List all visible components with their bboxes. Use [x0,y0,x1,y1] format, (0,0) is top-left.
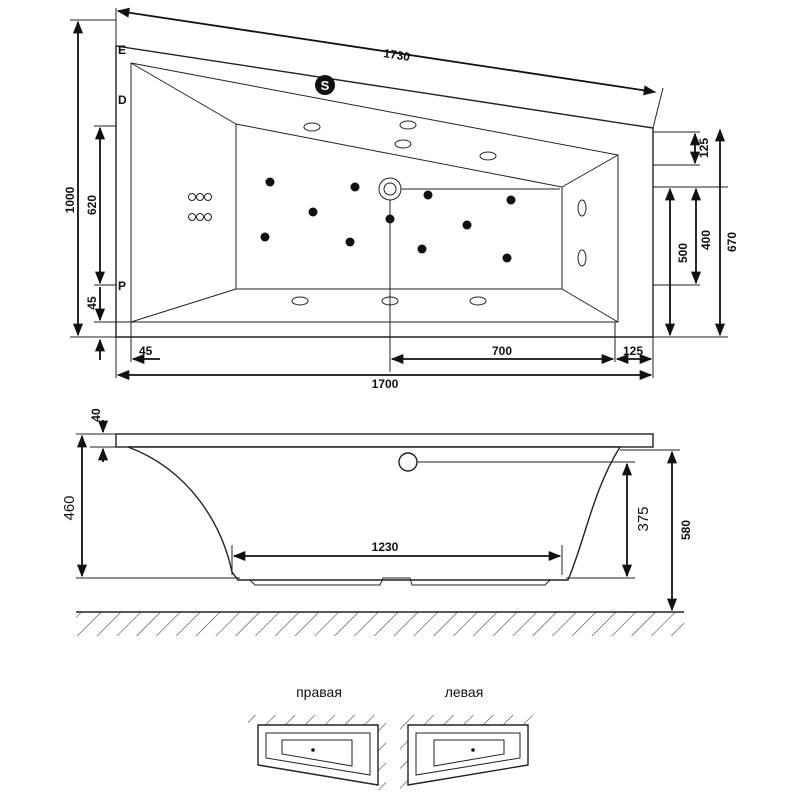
side-feet [249,577,551,586]
floor-hatching [76,612,684,636]
variant-right-label: правая [296,684,342,700]
dim-total-580: 580 [679,520,693,540]
side-view: 40 460 1230 375 580 [61,408,693,636]
dimension-lines [72,7,726,381]
dim-rim-40: 40 [89,408,103,422]
side-jets [291,120,587,306]
dim-bottom-45: 45 [139,344,153,358]
dim-right-500: 500 [676,243,690,263]
dim-overall-height: 1000 [63,186,77,213]
dim-inner-length-1230: 1230 [372,540,399,554]
air-jets [260,177,516,263]
dim-bottom-700: 700 [492,344,512,358]
dim-right-670: 670 [725,232,739,252]
dim-bottom-125: 125 [623,344,643,358]
plan-view: S [63,7,739,391]
drain-inner [383,182,397,196]
dim-right-400: 400 [699,230,713,250]
dim-right-125: 125 [697,138,711,158]
brand-logo-letter: S [321,78,330,93]
overflow-drain [398,452,418,472]
control-buttons [188,193,212,221]
dim-height-460: 460 [61,495,78,520]
point-label-d: D [118,93,127,107]
point-label-e: E [118,43,126,57]
variant-left-thumbnail [400,715,538,790]
variant-left-label: левая [445,684,484,700]
dim-left-45: 45 [85,296,99,310]
side-body [127,446,622,581]
dim-top-diagonal: 1730 [383,46,412,64]
dim-overflow-375: 375 [635,506,652,531]
variants: правая левая [248,684,538,790]
dim-total-width: 1700 [372,377,399,391]
side-rim [115,433,654,448]
variant-right-thumbnail [248,715,386,790]
point-label-p: P [118,279,126,293]
dim-left-620: 620 [85,195,99,215]
